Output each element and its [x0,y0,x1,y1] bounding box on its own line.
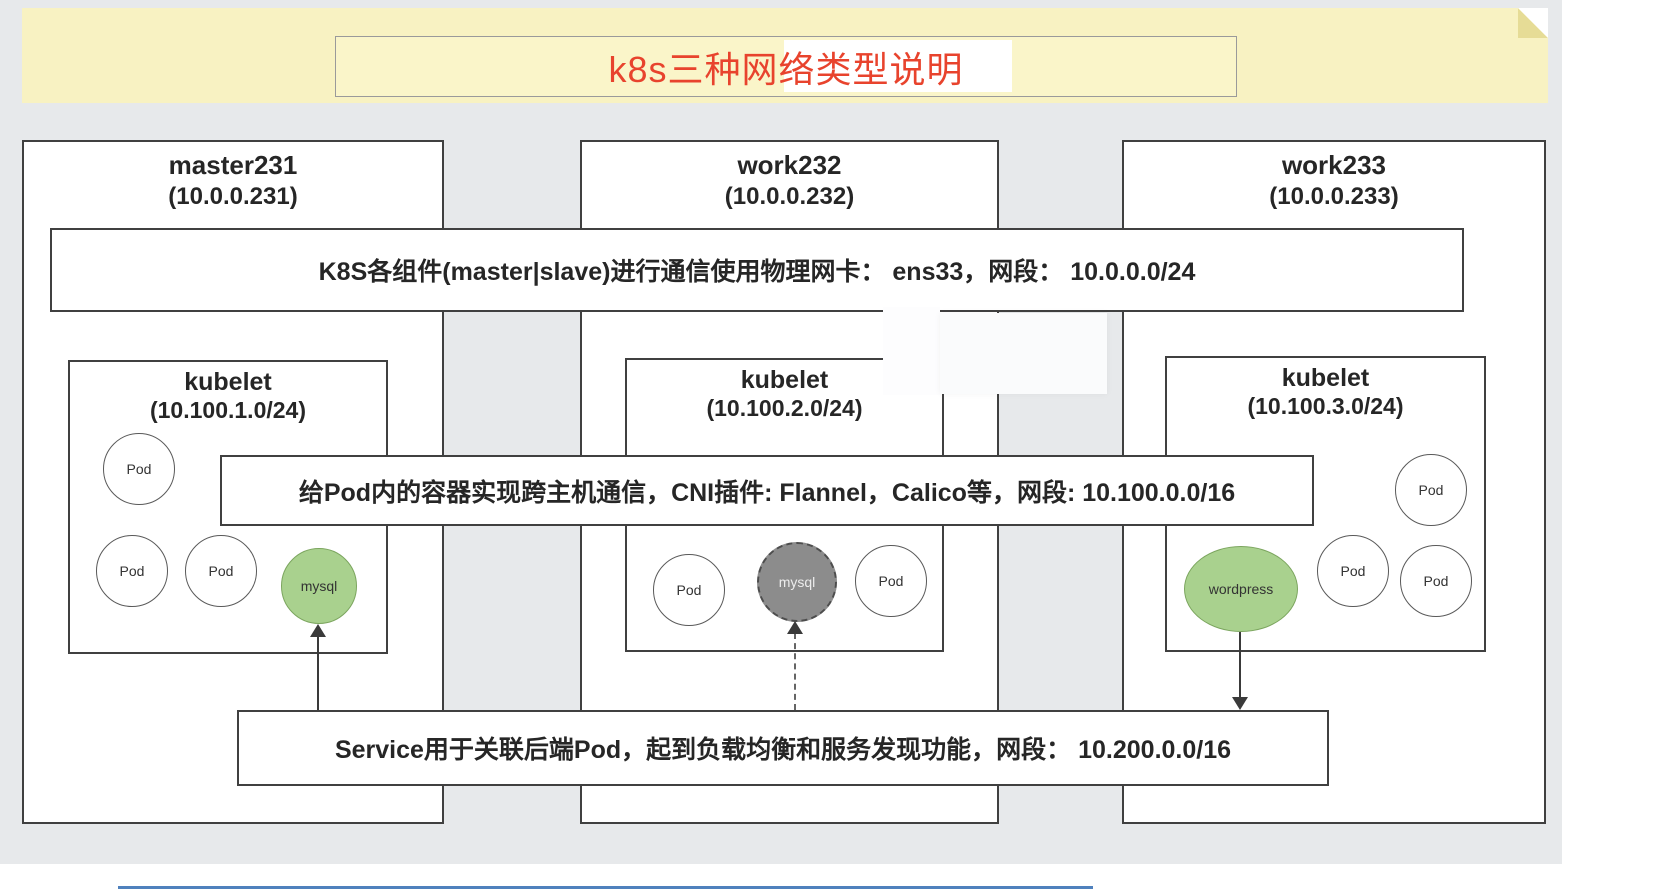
physical-network-banner: K8S各组件(master|slave)进行通信使用物理网卡： ens33，网段… [50,228,1464,312]
kubelet-cidr: (10.100.3.0/24) [1247,393,1404,419]
service-to-mysql-master231-arrow-line [317,635,319,710]
title-box: k8s三种网络类型说明 [335,36,1237,97]
pod-label: wordpress [1208,581,1274,597]
pod-label: mysql [300,578,338,594]
kubelet-cidr: (10.100.2.0/24) [706,395,863,421]
pod-label: Pod [676,582,702,598]
pod-circle: Pod [855,545,927,617]
bottom-edge-strip [118,886,1093,889]
mysql-pod-work232: mysql [757,542,837,622]
arrow-up-icon [787,621,803,634]
kubelet-label: kubelet [184,368,272,396]
pod-circle: Pod [103,433,175,505]
service-to-mysql-work232-arrow-line [794,633,796,710]
mysql-pod-master231: mysql [281,548,357,624]
cni-network-text: 给Pod内的容器实现跨主机通信，CNI插件: Flannel，Calico等，网… [298,478,1236,507]
white-patch [883,307,940,395]
pod-label: Pod [1418,482,1444,498]
pod-circle: Pod [1395,454,1467,526]
node-name: work233 [1281,150,1387,180]
node-name: master231 [168,150,298,180]
title-banner: k8s三种网络类型说明 [22,8,1548,103]
pod-circle: Pod [1400,545,1472,617]
pod-label: Pod [1340,563,1366,579]
pod-label: Pod [878,573,904,589]
pod-circle: Pod [96,535,168,607]
wordpress-pod-work233: wordpress [1184,546,1298,632]
pod-label: mysql [778,574,816,590]
node-name: work232 [737,150,842,180]
kubelet-label: kubelet [1281,364,1370,392]
service-network-text: Service用于关联后端Pod，起到负载均衡和服务发现功能，网段： 10.20… [334,736,1232,764]
pod-label: Pod [119,563,145,579]
pod-label: Pod [126,461,152,477]
pod-circle: Pod [1317,535,1389,607]
physical-network-text: K8S各组件(master|slave)进行通信使用物理网卡： ens33，网段… [318,258,1196,286]
service-network-banner: Service用于关联后端Pod，起到负载均衡和服务发现功能，网段： 10.20… [237,710,1329,786]
white-patch [940,313,1107,394]
node-ip: (10.0.0.231) [168,183,298,210]
pod-label: Pod [208,563,234,579]
kubelet-label: kubelet [740,366,829,394]
wordpress-to-service-arrow-line [1239,632,1241,698]
node-ip: (10.0.0.232) [724,183,855,210]
page-title: k8s三种网络类型说明 [608,48,964,90]
pod-label: Pod [1423,573,1449,589]
page-fold-icon [1518,8,1548,38]
pod-circle: Pod [653,554,725,626]
title-highlight [784,40,1012,92]
cni-network-banner: 给Pod内的容器实现跨主机通信，CNI插件: Flannel，Calico等，网… [220,455,1314,526]
node-ip: (10.0.0.233) [1269,183,1399,210]
arrow-up-icon [310,624,326,637]
arrow-down-icon [1232,697,1248,710]
pod-circle: Pod [185,535,257,607]
kubelet-cidr: (10.100.1.0/24) [149,397,306,423]
